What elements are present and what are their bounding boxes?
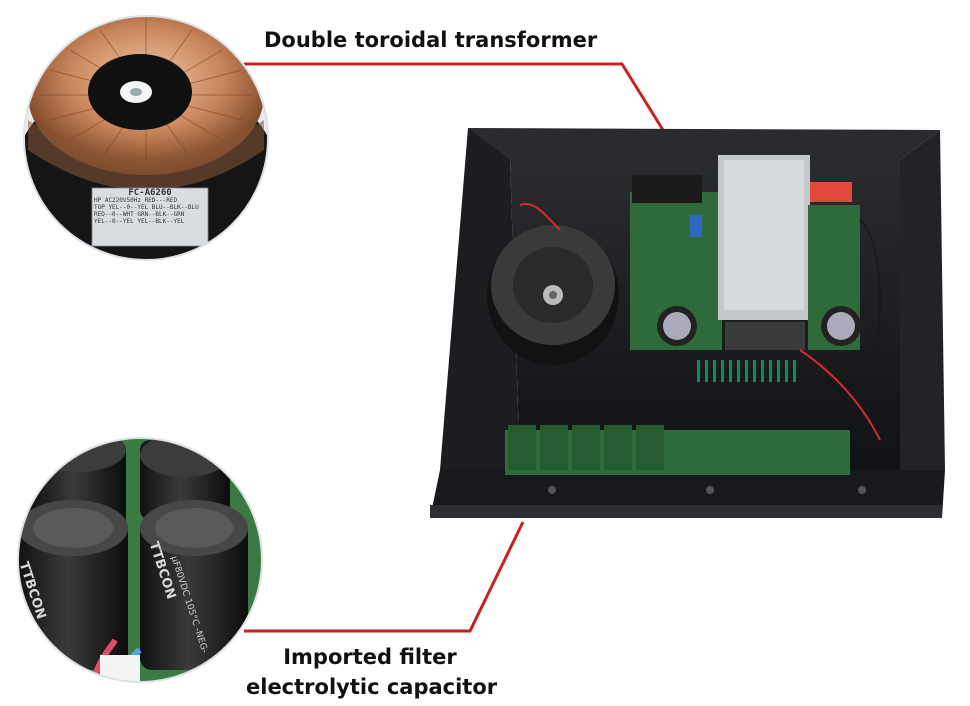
transformer-circle-frame xyxy=(23,15,269,261)
sticker-line: RED--0--WHT GRN--BLK--GRN xyxy=(94,211,185,218)
sticker-model: FC-A6260 xyxy=(128,188,172,198)
transformer-closeup-photo xyxy=(24,16,268,260)
capacitor-callout-line2: electrolytic capacitor xyxy=(246,675,498,699)
sticker-line: TOP YEL--0--YEL BLU--BLK--BLU xyxy=(94,204,199,211)
leader-line-capacitor xyxy=(244,521,525,633)
transformer-callout-label: Double toroidal transformer xyxy=(264,28,598,52)
capacitor-circle-frame xyxy=(17,437,263,683)
capacitor-callout-label: Imported filter electrolytic capacitor xyxy=(246,642,498,702)
leader-line-transformer xyxy=(244,62,665,131)
sticker-line: HP AC220V50Hz RED---RED xyxy=(94,197,178,204)
transformer-sticker: FC-A6260 HP AC220V50Hz RED---RED TOP YEL… xyxy=(94,188,206,226)
sticker-line: YEL--0--YEL YEL--BLK--YEL xyxy=(94,218,185,225)
capacitor-callout-line1: Imported filter xyxy=(283,645,457,669)
amplifier-chassis-photo xyxy=(430,128,945,518)
capacitor-closeup-photo xyxy=(18,438,262,682)
